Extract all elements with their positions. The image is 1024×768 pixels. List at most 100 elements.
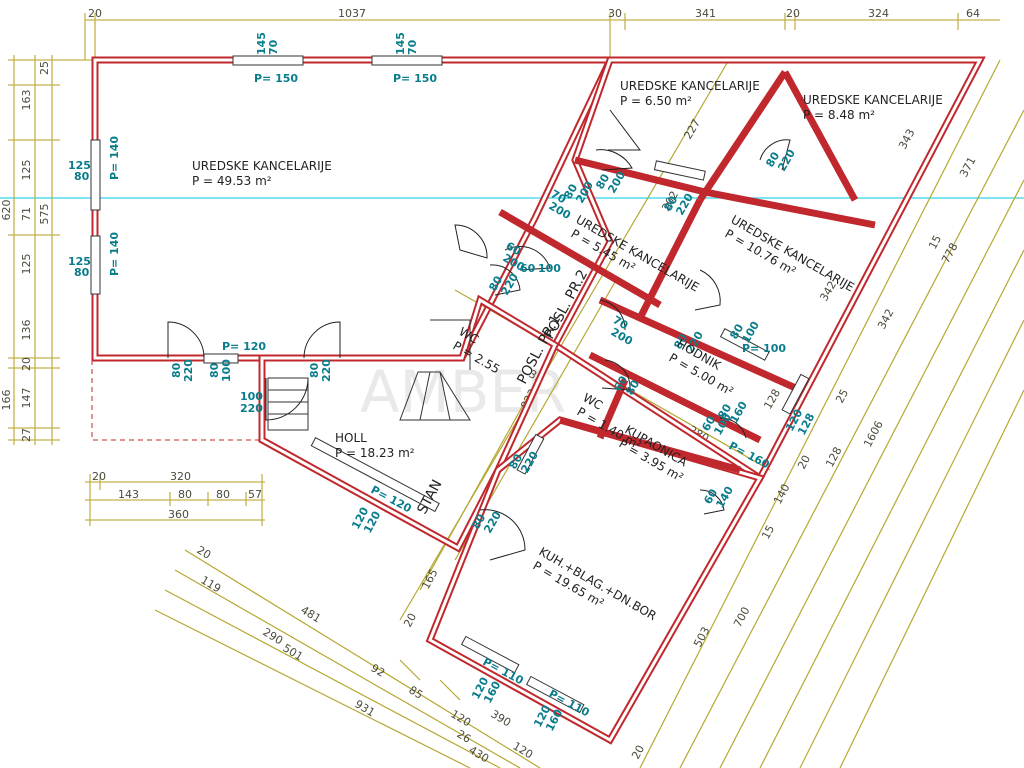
dim-top-2: 1037 [338, 7, 366, 20]
dim-b-2: 119 [198, 573, 223, 595]
w3-b: 80 [74, 170, 90, 183]
dim-r-11: 15 [759, 523, 777, 541]
dim-left-1: 25 [38, 61, 51, 75]
room-holl-area: P = 18.23 m² [335, 446, 415, 460]
dim-b-7: 85 [406, 683, 425, 701]
dim-r-1: 343 [896, 127, 917, 152]
right-dimensions: 343 371 15 778 342 20 25 128 1606 140 15… [629, 59, 1024, 768]
dim-bl-7: 360 [168, 508, 189, 521]
dim-left-outer-1: 620 [0, 200, 13, 221]
dim-left-outer-3: 166 [0, 390, 13, 411]
dim-left-5: 125 [20, 254, 33, 275]
d1-a: 80 [170, 362, 183, 378]
d2-p: P= 120 [222, 340, 266, 353]
dim-b-11: 26 [454, 727, 473, 745]
room-office-main-name: UREDSKE KANCELARIJE [192, 159, 332, 173]
room-office-main-area: P = 49.53 m² [192, 174, 272, 188]
dim-r-9: 1606 [861, 419, 886, 450]
dim-b-1: 20 [194, 543, 213, 561]
terrace-outline [91, 360, 262, 441]
d3-b: 220 [320, 359, 333, 382]
dim-top-4: 341 [695, 7, 716, 20]
dim-left-2: 163 [20, 90, 33, 111]
dim-bl-2: 320 [170, 470, 191, 483]
dim-bl-1: 20 [92, 470, 106, 483]
dim-left-8: 147 [20, 388, 33, 409]
w1-top: 145 [255, 32, 268, 55]
dim-r-2: 371 [957, 155, 978, 180]
dim-in-4: 128 [761, 387, 783, 412]
w4-b: 80 [74, 266, 90, 279]
dim-left-outer-2: 575 [38, 204, 51, 225]
w2-top: 145 [394, 32, 407, 55]
w3-p: P= 140 [108, 136, 121, 180]
dim-in-9: 20 [401, 611, 419, 629]
w1-bot: 70 [267, 39, 280, 55]
dim-b-9: 120 [448, 707, 473, 729]
d3-a: 80 [308, 362, 321, 378]
dim-left-6: 136 [20, 320, 33, 341]
stairs [267, 319, 471, 431]
d2-b: 100 [220, 359, 233, 382]
d4-b: 220 [240, 402, 263, 415]
d1-b: 220 [182, 359, 195, 382]
left-dimensions: 25 163 125 71 125 136 20 147 27 620 575 … [0, 55, 92, 445]
w2-p: P= 150 [393, 72, 437, 85]
dim-bl-5: 80 [216, 488, 230, 501]
dim-r-3: 15 [926, 233, 944, 251]
dim-left-3: 125 [20, 160, 33, 181]
w4-a: 125 [68, 255, 91, 268]
dim-r-7: 25 [833, 387, 851, 405]
room-office-2-name: UREDSKE KANCELARIJE [803, 93, 943, 107]
dim-r-4: 778 [939, 241, 960, 266]
room-office-4-name: UREDSKE KANCELARIJE [729, 212, 857, 294]
dim-left-9: 27 [20, 428, 33, 442]
dim-bl-4: 80 [178, 488, 192, 501]
walls [91, 56, 986, 745]
room-office-1-area: P = 6.50 m² [620, 94, 692, 108]
dim-r-6: 20 [795, 453, 813, 471]
top-dimensions: 20 1037 30 341 20 324 64 [84, 7, 1000, 60]
room-holl-name: HOLL [335, 431, 367, 445]
d7-b: 100 [538, 262, 561, 275]
room-office-3-name: UREDSKE KANCELARIJE [574, 212, 702, 294]
dim-r-8: 128 [823, 445, 844, 470]
d11-b: 200 [609, 325, 636, 348]
dim-in-8: 165 [419, 567, 440, 592]
d8-b: 200 [547, 199, 574, 222]
w2-bot: 70 [406, 39, 419, 55]
room-office-1-name: UREDSKE KANCELARIJE [620, 79, 760, 93]
dim-r-13: 700 [731, 605, 752, 630]
dim-b-13: 430 [466, 743, 491, 765]
windows [90, 55, 810, 714]
dim-b-5: 501 [280, 641, 305, 663]
dim-bl-3: 143 [118, 488, 139, 501]
d7-a: 60 [520, 262, 536, 275]
bottom-left-dimensions: 20 320 143 80 80 57 360 [85, 470, 265, 526]
dim-bl-6: 57 [248, 488, 262, 501]
dim-r-12: 503 [691, 625, 712, 650]
dim-b-4: 290 [260, 625, 285, 647]
dim-r-10: 140 [771, 482, 792, 507]
dim-in-1: 227 [681, 117, 703, 142]
w1-p: P= 150 [254, 72, 298, 85]
dim-top-5: 20 [786, 7, 800, 20]
dim-top-1: 20 [88, 7, 102, 20]
dim-top-7: 64 [966, 7, 980, 20]
d18-b: 220 [775, 147, 798, 174]
d13-p: P= 100 [742, 342, 786, 355]
doors [167, 109, 791, 561]
w4-p: P= 140 [108, 232, 121, 276]
w3-a: 125 [68, 159, 91, 172]
dim-top-6: 324 [868, 7, 889, 20]
d24-b: 140 [713, 484, 736, 511]
room-office-2-area: P = 8.48 m² [803, 108, 875, 122]
dim-top-3: 30 [608, 7, 622, 20]
d4-a: 100 [240, 390, 263, 403]
dim-b-10: 390 [488, 707, 513, 729]
dim-left-4: 71 [20, 207, 33, 221]
dim-r-5: 342 [875, 307, 896, 332]
dim-r-14: 20 [629, 743, 647, 761]
d2-a: 80 [208, 362, 221, 378]
